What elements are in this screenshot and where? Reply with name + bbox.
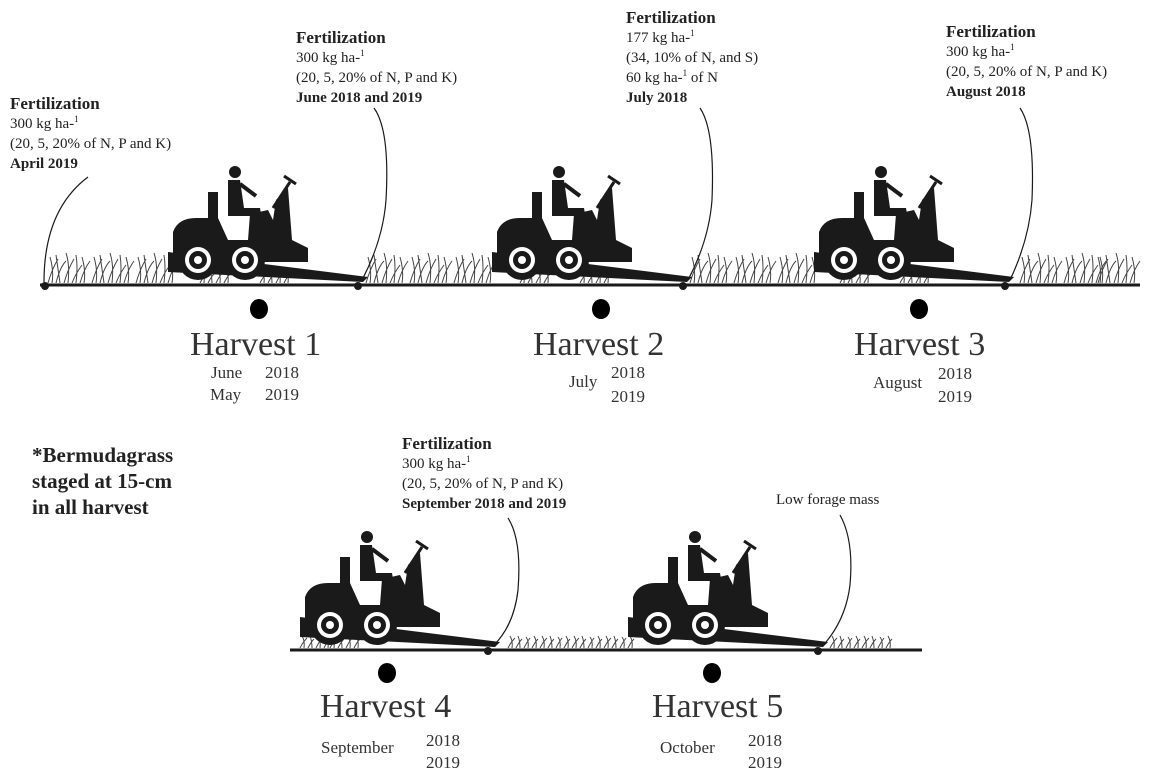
timeline-dot-icon [592, 299, 610, 319]
note-line-1: *Bermudagrass [32, 443, 174, 467]
arrow-icon [1009, 107, 1034, 281]
rate-sup: 1 [690, 28, 695, 38]
fertilization-rate: 300 kg ha-1 [296, 48, 457, 68]
rate-text: 300 kg ha- [296, 50, 361, 66]
fertilization-title: Fertilization [946, 22, 1036, 41]
timeline-node [679, 282, 687, 290]
rate-sup: 1 [466, 454, 471, 464]
fertilization-rate: 300 kg ha-1 [946, 42, 1107, 62]
fertilization-title: Fertilization [296, 28, 386, 47]
harvest-5-month: October [660, 738, 715, 757]
timeline-dot-icon [910, 299, 928, 319]
low-forage-label: Low forage mass [776, 492, 880, 508]
fertilization-label-1: Fertilization 300 kg ha-1 (20, 5, 20% of… [10, 94, 171, 174]
harvest-4-year-2: 2019 [426, 753, 460, 772]
rate-sup: 1 [1010, 42, 1015, 52]
arrow-icon [825, 514, 852, 643]
mower-icon [490, 164, 694, 284]
timeline-node [814, 647, 822, 655]
harvest-title-2: Harvest 2 [533, 326, 665, 363]
note-line-3: in all harvest [32, 495, 149, 519]
timeline-node [484, 647, 492, 655]
mower-icon [298, 529, 502, 649]
note-line-2: staged at 15-cm [32, 469, 172, 493]
harvest-2-year-2: 2019 [611, 387, 645, 406]
timeline-dot-icon [703, 663, 721, 683]
fertilization-label-4: Fertilization 300 kg ha-1 (20, 5, 20% of… [946, 22, 1107, 102]
timeline-node [1001, 282, 1009, 290]
harvest-3-month: August [873, 373, 923, 392]
fertilization-detail: (34, 10% of N, and S) [626, 50, 759, 66]
fertilization-detail: (20, 5, 20% of N, P and K) [946, 64, 1108, 80]
timeline-node [41, 282, 49, 290]
fertilization-detail: (20, 5, 20% of N, P and K) [10, 136, 172, 152]
harvest-title-5: Harvest 5 [652, 688, 784, 725]
fertilization-date: August 2018 [946, 84, 1026, 100]
fertilization-extra: 60 kg ha-1 of N [626, 68, 758, 88]
fertilization-title: Fertilization [10, 94, 100, 113]
rate-text: 300 kg ha- [402, 456, 467, 472]
fertilization-title: Fertilization [402, 434, 492, 453]
rate-text: 300 kg ha- [946, 44, 1011, 60]
harvest-4-year-1: 2018 [426, 731, 460, 750]
mower-icon [166, 164, 370, 284]
extra-sup: 1 [682, 68, 688, 78]
timeline-dot-icon [378, 663, 396, 683]
mower-icon [812, 164, 1016, 284]
bermudagrass-note: *Bermudagrass staged at 15-cm in all har… [32, 442, 173, 520]
rate-text: 300 kg ha- [10, 116, 75, 132]
fertilization-label-2: Fertilization 300 kg ha-1 (20, 5, 20% of… [296, 28, 457, 108]
arrow-icon [361, 107, 388, 281]
fertilization-rate: 300 kg ha-1 [10, 114, 171, 134]
rate-text: 177 kg ha- [626, 30, 691, 46]
extra-tail: of N [687, 70, 718, 86]
harvest-1-month-2: May [210, 385, 242, 404]
arrow-icon [493, 517, 520, 646]
arrow-icon [687, 107, 714, 281]
harvest-2-month: July [569, 372, 598, 391]
fertilization-date: July 2018 [626, 90, 688, 106]
fertilization-detail: (20, 5, 20% of N, P and K) [296, 70, 458, 86]
harvest-title-1: Harvest 1 [190, 326, 322, 363]
fertilization-label-3: Fertilization 177 kg ha-1 (34, 10% of N,… [626, 8, 758, 108]
timeline-node [354, 282, 362, 290]
harvest-title-4: Harvest 4 [320, 688, 452, 725]
fertilization-date: April 2019 [10, 156, 78, 172]
harvest-3-year-1: 2018 [938, 364, 972, 383]
fertilization-rate: 177 kg ha-1 [626, 28, 758, 48]
harvest-2-year-1: 2018 [611, 363, 645, 382]
harvest-1-month-1: June [211, 363, 243, 382]
harvest-1-year-2: 2019 [265, 385, 299, 404]
extra-text: 60 kg ha- [626, 70, 683, 86]
fertilization-rate: 300 kg ha-1 [402, 454, 566, 474]
rate-sup: 1 [74, 114, 79, 124]
fertilization-date: June 2018 and 2019 [296, 90, 423, 106]
harvest-title-3: Harvest 3 [854, 326, 986, 363]
arrow-icon [43, 176, 89, 283]
rate-sup: 1 [360, 48, 365, 58]
fertilization-title: Fertilization [626, 8, 716, 27]
harvest-5-year-2: 2019 [748, 753, 782, 772]
harvest-1-year-1: 2018 [265, 363, 299, 382]
fertilization-date: September 2018 and 2019 [402, 496, 567, 512]
fertilization-label-5: Fertilization 300 kg ha-1 (20, 5, 20% of… [402, 434, 566, 514]
harvest-5-year-1: 2018 [748, 731, 782, 750]
harvest-3-year-2: 2019 [938, 387, 972, 406]
harvest-4-month: September [321, 738, 394, 757]
mower-icon [626, 529, 830, 649]
fertilization-detail: (20, 5, 20% of N, P and K) [402, 476, 564, 492]
timeline-dot-icon [250, 299, 268, 319]
